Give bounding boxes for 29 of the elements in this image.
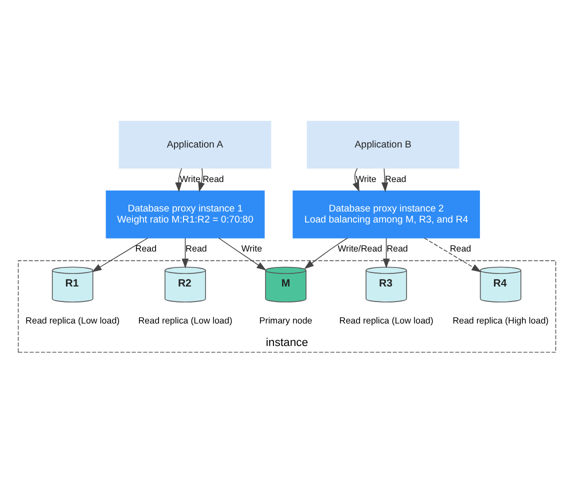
arrow xyxy=(218,238,266,271)
node-box: Application B xyxy=(306,120,460,169)
arrow xyxy=(304,238,348,270)
arrow xyxy=(352,168,360,192)
node-label: Read replica (High load) xyxy=(452,316,549,326)
node-box: Database proxy instance 2 Load balancing among M, R3, and R4 xyxy=(292,190,480,238)
node-label: Read replica (Low load) xyxy=(138,316,232,326)
edge-label: Read xyxy=(450,244,472,254)
edge-label: Write xyxy=(241,244,262,254)
edge-label: Read xyxy=(386,244,408,254)
arrow xyxy=(175,168,182,192)
node-box: Application A xyxy=(118,120,272,169)
edge-label: Write/Read xyxy=(338,244,382,254)
node-label: Read replica (Low load) xyxy=(26,316,120,326)
arrow xyxy=(182,238,189,268)
node-box: Database proxy instance 1 Weight ratio M:R1:R2 = 0:70:80 xyxy=(106,190,265,238)
edge-label: Read xyxy=(186,244,207,254)
edge-label: Read xyxy=(384,174,406,184)
arrow xyxy=(382,238,390,268)
edge-label: Write xyxy=(356,174,376,184)
arrow xyxy=(381,168,388,192)
node-label: Primary node xyxy=(259,316,312,326)
arrow xyxy=(424,238,482,272)
arrow xyxy=(92,238,148,272)
node-label: Read replica (Low load) xyxy=(339,316,434,326)
edge-label: Read xyxy=(202,174,224,184)
edge-label: Write xyxy=(180,174,200,184)
edge-label: Read xyxy=(135,244,157,254)
arrow xyxy=(198,168,205,192)
